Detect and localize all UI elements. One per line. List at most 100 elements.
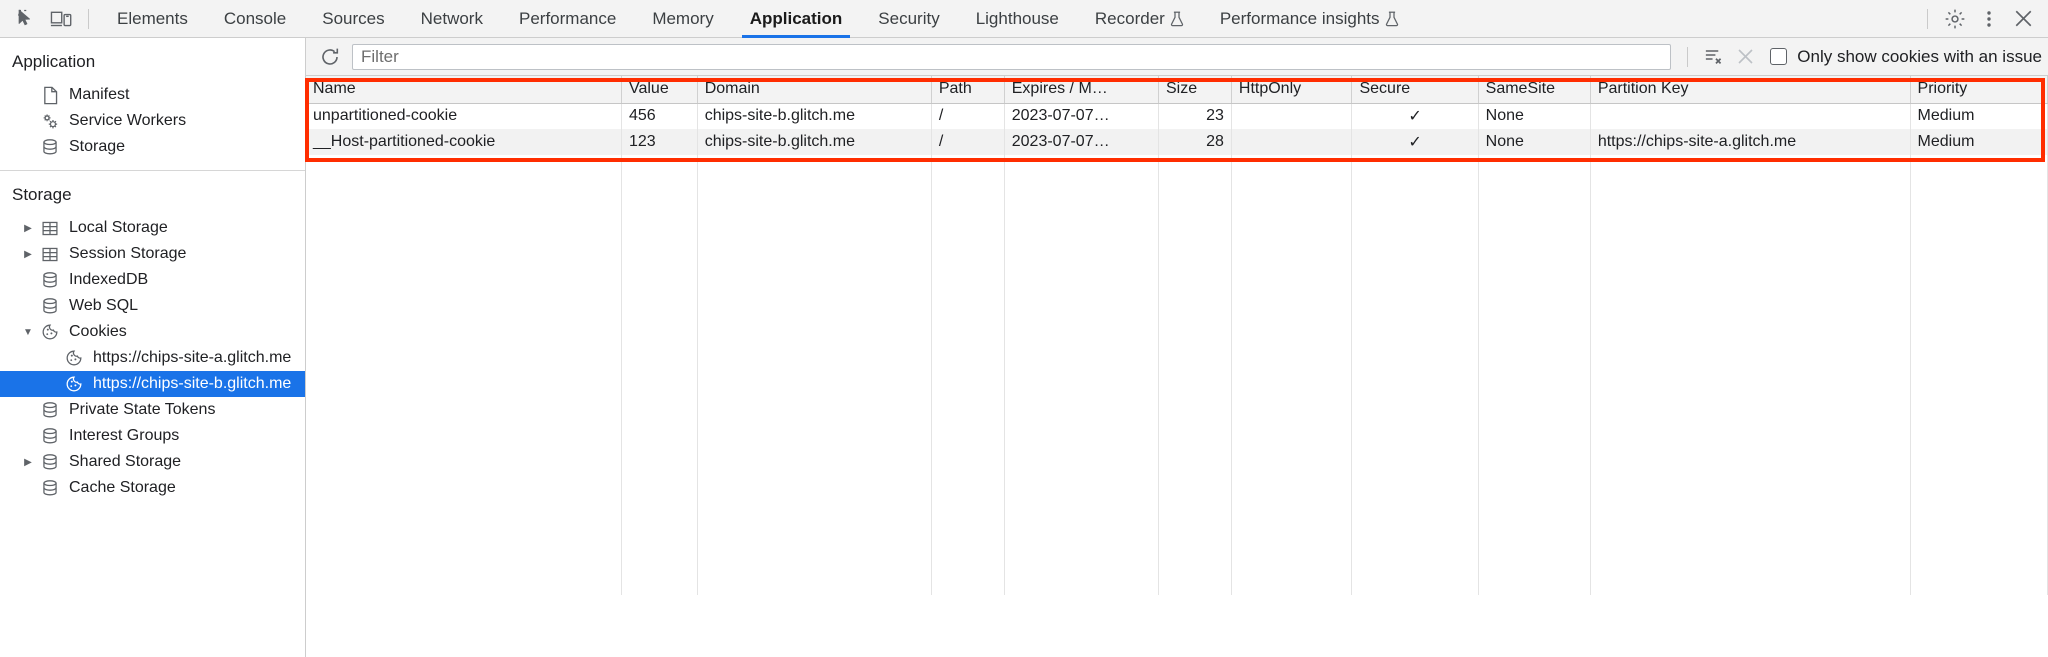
cell-priority[interactable]: Medium <box>1910 129 2048 155</box>
chevron-right-icon[interactable]: ▶ <box>24 248 32 260</box>
gear-icon[interactable] <box>1938 4 1972 34</box>
cell-priority[interactable]: Medium <box>1910 103 2048 129</box>
only-show-issues-checkbox[interactable]: Only show cookies with an issue <box>1770 47 2042 67</box>
cell-httponly[interactable] <box>1231 129 1353 155</box>
chevron-right-icon[interactable]: ▶ <box>24 222 32 234</box>
clear-filtered-cookies-icon[interactable] <box>1698 43 1728 71</box>
tab-performance[interactable]: Performance <box>501 0 634 38</box>
table-row[interactable]: unpartitioned-cookie 456 chips-site-b.gl… <box>306 103 2048 129</box>
tab-performance-label: Performance <box>518 8 617 28</box>
column-header-path[interactable]: Path <box>931 76 1005 104</box>
column-header-domain[interactable]: Domain <box>697 76 932 104</box>
cell-expires[interactable]: 2023-07-07… <box>1004 103 1159 129</box>
column-header-samesite[interactable]: SameSite <box>1478 76 1591 104</box>
sidebar-item-interest-groups[interactable]: ▶ Interest Groups <box>0 423 305 449</box>
tab-network-label: Network <box>420 8 483 28</box>
column-header-secure[interactable]: Secure <box>1351 76 1479 104</box>
sidebar-item-shared-storage[interactable]: ▶ Shared Storage <box>0 449 305 475</box>
chevron-down-icon[interactable]: ▼ <box>23 326 33 338</box>
cell-size[interactable]: 23 <box>1158 103 1232 129</box>
refresh-icon[interactable] <box>314 43 346 71</box>
table-row[interactable]: __Host-partitioned-cookie 123 chips-site… <box>306 129 2048 155</box>
column-header-size[interactable]: Size <box>1158 76 1232 104</box>
tab-network[interactable]: Network <box>403 0 501 38</box>
tab-security[interactable]: Security <box>860 0 957 38</box>
sidebar-item-label: Service Workers <box>69 112 187 129</box>
devtools-body: Application ▶ Manifest ▶ <box>0 38 2048 657</box>
sidebar-item-label: Shared Storage <box>69 453 182 470</box>
cell-httponly[interactable] <box>1231 103 1353 129</box>
sidebar-item-cookie-origin-a[interactable]: ▶ https://chips-site-a.glitch.me <box>0 345 305 371</box>
sidebar-item-manifest[interactable]: ▶ Manifest <box>0 82 305 108</box>
sidebar-item-indexeddb[interactable]: ▶ IndexedDB <box>0 267 305 293</box>
tab-recorder-label: Recorder <box>1094 8 1165 28</box>
cookies-table-region: Name Value Domain Path Expires / M… Size… <box>306 76 2048 657</box>
cell-expires[interactable]: 2023-07-07… <box>1004 129 1159 155</box>
sidebar-item-web-sql[interactable]: ▶ Web SQL <box>0 293 305 319</box>
cell-partition-key[interactable] <box>1590 103 1911 129</box>
cookies-filter-toolbar: Filter Only show cookies with an issue <box>306 38 2048 76</box>
cookie-icon <box>62 349 86 367</box>
sidebar-item-label: https://chips-site-b.glitch.me <box>93 375 292 392</box>
cell-name[interactable]: unpartitioned-cookie <box>306 103 622 129</box>
sidebar-storage-title: Storage <box>12 185 72 204</box>
column-header-httponly[interactable]: HttpOnly <box>1231 76 1353 104</box>
filter-input[interactable]: Filter <box>352 43 1672 70</box>
column-header-priority[interactable]: Priority <box>1910 76 2048 104</box>
filler-cell <box>1004 155 1159 595</box>
kebab-menu-icon[interactable] <box>1972 4 2006 34</box>
checkbox-box[interactable] <box>1770 48 1788 65</box>
cell-path[interactable]: / <box>931 103 1005 129</box>
tab-memory[interactable]: Memory <box>634 0 731 38</box>
cell-name[interactable]: __Host-partitioned-cookie <box>306 129 622 155</box>
table-icon <box>38 220 62 237</box>
column-header-partition-key[interactable]: Partition Key <box>1590 76 1911 104</box>
tab-console[interactable]: Console <box>206 0 304 38</box>
sidebar-item-session-storage[interactable]: ▶ Session Storage <box>0 241 305 267</box>
sidebar-item-label: IndexedDB <box>69 271 149 288</box>
sidebar-item-label: Local Storage <box>69 219 168 236</box>
application-sidebar: Application ▶ Manifest ▶ <box>0 38 306 657</box>
inspect-element-icon[interactable] <box>10 4 44 34</box>
tab-performance-insights[interactable]: Performance insights <box>1202 0 1417 38</box>
device-toolbar-icon[interactable] <box>44 4 78 34</box>
cell-path[interactable]: / <box>931 129 1005 155</box>
tab-memory-label: Memory <box>652 8 714 28</box>
cell-domain[interactable]: chips-site-b.glitch.me <box>697 129 932 155</box>
tab-elements[interactable]: Elements <box>99 0 206 38</box>
filler-cell <box>697 155 932 595</box>
toolbar-right-controls <box>1917 4 2040 34</box>
cell-domain[interactable]: chips-site-b.glitch.me <box>697 103 932 129</box>
tab-sources[interactable]: Sources <box>304 0 402 38</box>
clear-all-cookies-icon[interactable] <box>1730 43 1760 71</box>
tab-lighthouse-label: Lighthouse <box>975 8 1059 28</box>
sidebar-item-storage[interactable]: ▶ Storage <box>0 134 305 160</box>
cell-value[interactable]: 123 <box>621 129 698 155</box>
sidebar-item-local-storage[interactable]: ▶ Local Storage <box>0 215 305 241</box>
chevron-right-icon[interactable]: ▶ <box>24 456 32 468</box>
sidebar-item-label: Web SQL <box>69 297 139 314</box>
sidebar-item-private-state-tokens[interactable]: ▶ Private State Tokens <box>0 397 305 423</box>
cell-partition-key[interactable]: https://chips-site-a.glitch.me <box>1590 129 1911 155</box>
sidebar-item-cache-storage[interactable]: ▶ Cache Storage <box>0 475 305 501</box>
cell-samesite[interactable]: None <box>1478 129 1591 155</box>
column-header-name[interactable]: Name <box>306 76 622 104</box>
column-header-value[interactable]: Value <box>621 76 698 104</box>
cell-samesite[interactable]: None <box>1478 103 1591 129</box>
tab-application[interactable]: Application <box>732 0 861 38</box>
tab-recorder[interactable]: Recorder <box>1077 0 1202 38</box>
tab-lighthouse[interactable]: Lighthouse <box>958 0 1077 38</box>
close-icon[interactable] <box>2006 4 2040 34</box>
tab-security-label: Security <box>878 8 940 28</box>
tab-console-label: Console <box>223 8 287 28</box>
cookies-main-panel: Filter Only show cookies with an issue <box>306 38 2048 657</box>
sidebar-item-cookies[interactable]: ▼ Cookies <box>0 319 305 345</box>
cell-value[interactable]: 456 <box>621 103 698 129</box>
cell-size[interactable]: 28 <box>1158 129 1232 155</box>
column-header-expires[interactable]: Expires / M… <box>1004 76 1159 104</box>
sidebar-item-cookie-origin-b[interactable]: ▶ https://chips-site-b.glitch.me <box>0 371 305 397</box>
sidebar-item-service-workers[interactable]: ▶ Service Workers <box>0 108 305 134</box>
cell-secure[interactable]: ✓ <box>1351 103 1479 129</box>
cell-secure[interactable]: ✓ <box>1351 129 1479 155</box>
devtools-main-toolbar: Elements Console Sources Network Perform… <box>0 0 2048 38</box>
